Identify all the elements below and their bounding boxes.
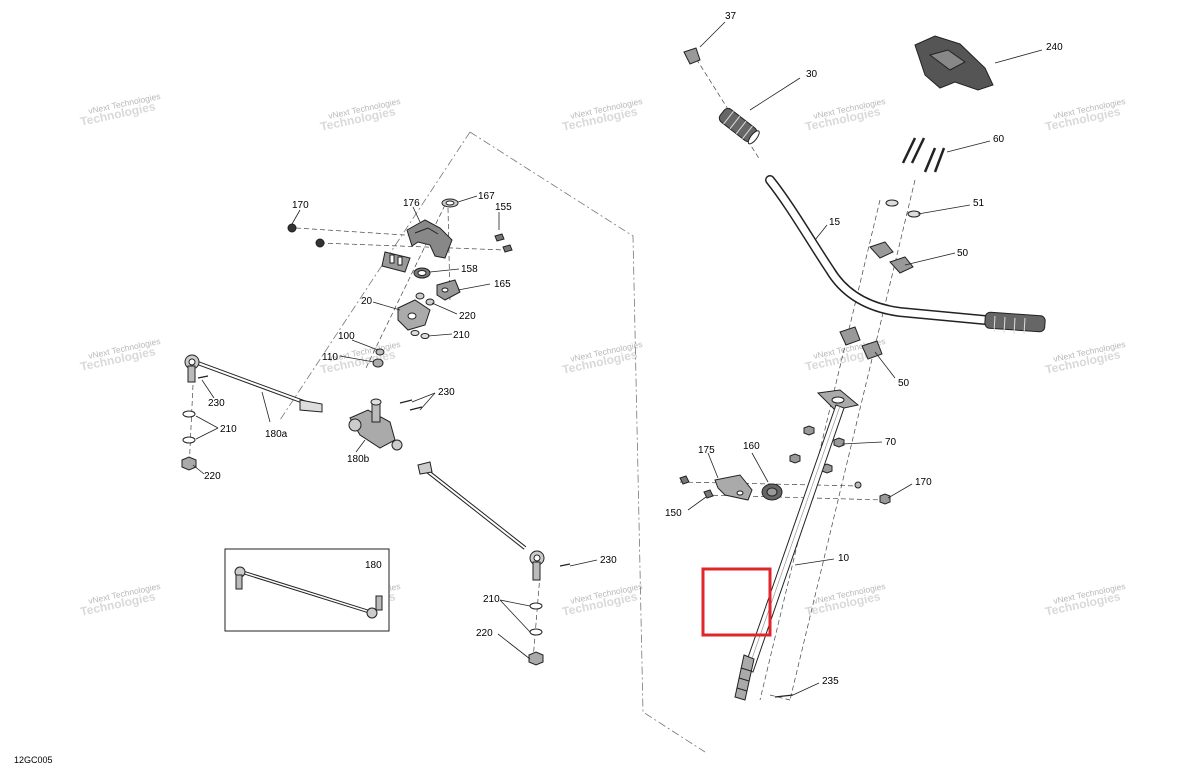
callout-167: 167 <box>478 191 495 202</box>
callout-150: 150 <box>665 508 682 519</box>
callout-155: 155 <box>495 202 512 213</box>
callout-235: 235 <box>822 676 839 687</box>
callout-110: 110 <box>322 352 338 363</box>
leader-lines <box>192 21 1043 696</box>
callout-165: 165 <box>494 279 511 290</box>
callout-220-right: 220 <box>476 628 493 639</box>
steering-arm-assembly <box>181 198 571 666</box>
callout-60: 60 <box>993 134 1005 145</box>
callout-labels: 37 30 240 60 51 15 50 50 70 170 175 160 … <box>204 11 1063 687</box>
callout-158: 158 <box>461 264 478 275</box>
callout-51: 51 <box>973 198 985 209</box>
inset-tie-rod-180 <box>224 548 390 632</box>
callout-180a: 180a <box>265 429 288 440</box>
callout-230-center: 230 <box>438 387 455 398</box>
callout-37: 37 <box>725 11 737 22</box>
callout-230-right: 230 <box>600 555 617 566</box>
callout-210-right: 210 <box>483 594 500 605</box>
callout-20: 20 <box>361 296 373 307</box>
callout-220-upper: 220 <box>459 311 476 322</box>
callout-160: 160 <box>743 441 760 452</box>
callout-175: 175 <box>698 445 715 456</box>
callout-180b: 180b <box>347 454 370 465</box>
highlight-box <box>701 567 772 637</box>
callout-50-upper: 50 <box>957 248 969 259</box>
callout-100: 100 <box>338 331 355 342</box>
callout-15: 15 <box>829 217 841 228</box>
callout-10: 10 <box>838 553 850 564</box>
reference-code: 12GC005 <box>14 755 53 765</box>
callout-176: 176 <box>403 198 420 209</box>
callout-210-upper: 210 <box>453 330 470 341</box>
callout-50-lower: 50 <box>898 378 910 389</box>
callout-210-left: 210 <box>220 424 237 435</box>
callout-230-left: 230 <box>208 398 225 409</box>
callout-170-right: 170 <box>915 477 932 488</box>
callout-220-left: 220 <box>204 471 221 482</box>
assembly-outline <box>279 131 706 753</box>
callout-30: 30 <box>806 69 818 80</box>
callout-70: 70 <box>885 437 897 448</box>
callout-180: 180 <box>365 560 382 571</box>
callout-170-left: 170 <box>292 200 309 211</box>
callout-240: 240 <box>1046 42 1063 53</box>
